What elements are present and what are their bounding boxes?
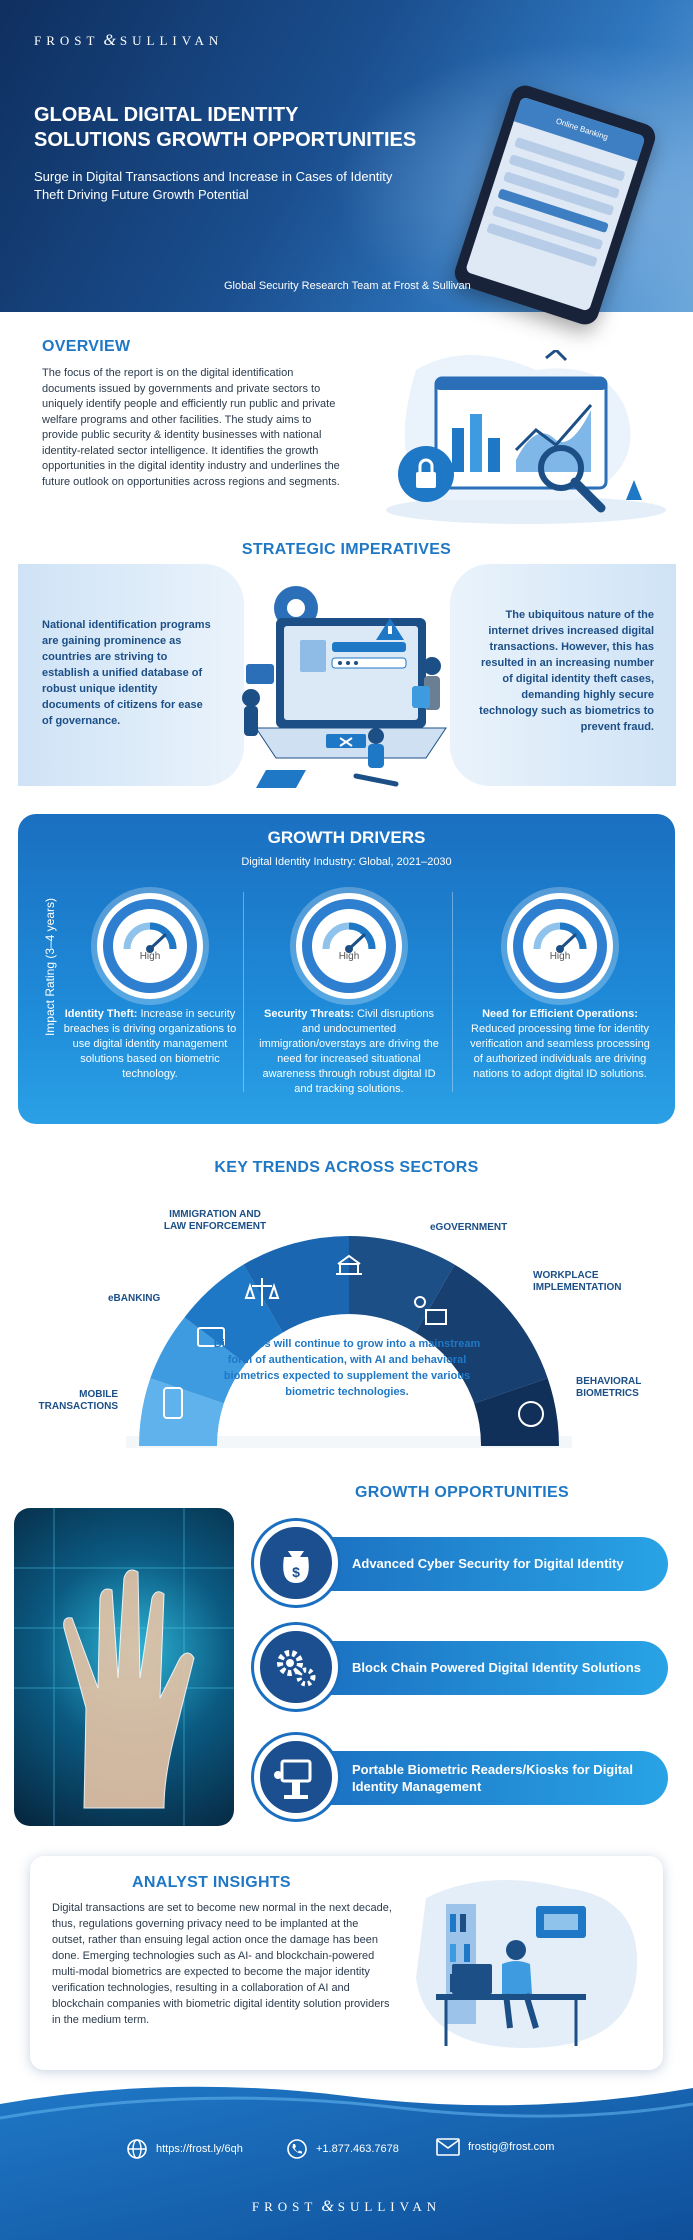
strategic-right-panel	[450, 564, 676, 786]
trend-label-ebanking: eBANKING	[108, 1293, 161, 1304]
kiosk-icon	[254, 1735, 338, 1819]
footer-phone-link[interactable]: +1.877.463.7678	[286, 2138, 399, 2160]
page-subtitle: Surge in Digital Transactions and Increa…	[34, 169, 393, 202]
growth-drivers-subtitle: Digital Identity Industry: Global, 2021–…	[241, 856, 452, 868]
impact-rating-value: High	[338, 951, 360, 962]
impact-rating-value: High	[549, 951, 571, 962]
opportunity-label: Block Chain Powered Digital Identity Sol…	[352, 1660, 641, 1675]
brand-logo-top: FROST&SULLIVAN	[34, 32, 224, 49]
money-bag-icon: $	[254, 1521, 338, 1605]
opportunity-label: Portable Biometric Readers/Kiosks for Di…	[352, 1762, 634, 1794]
analyst-workstation-illustration	[416, 1880, 638, 2048]
opportunity-pill	[300, 1751, 668, 1805]
impact-gauge-security-threats: High	[296, 893, 402, 999]
impact-gauge-identity-theft: High	[97, 893, 203, 999]
biometric-hand-image	[14, 1508, 234, 1826]
opportunity-pill	[300, 1537, 668, 1591]
analytics-illustration	[386, 350, 666, 524]
driver-security-threats: Security Threats: Civil disruptions and …	[259, 1008, 439, 1095]
trend-label-egovernment: eGOVERNMENT	[430, 1222, 508, 1233]
gears-icon	[254, 1625, 338, 1709]
driver-identity-theft: Identity Theft: Increase in security bre…	[63, 1008, 237, 1080]
key-trends-summary: Biometrics will continue to grow into a …	[213, 1338, 481, 1398]
footer-website-link[interactable]: https://frost.ly/6qh	[126, 2138, 243, 2160]
gauge-dial-icon	[533, 922, 587, 953]
identity-verification-illustration	[242, 586, 447, 788]
globe-icon	[127, 2139, 147, 2159]
opportunity-pill	[300, 1641, 668, 1695]
phone-icon	[287, 2139, 307, 2159]
overview-heading: OVERVIEW	[42, 338, 131, 355]
research-team-credit: Global Security Research Team at Frost &…	[224, 280, 471, 292]
strategic-right-text: The ubiquitous nature of the internet dr…	[479, 609, 654, 733]
gauge-dial-icon	[322, 922, 376, 953]
strategic-left-panel	[18, 564, 244, 786]
impact-rating-value: High	[139, 951, 161, 962]
key-trends-heading: KEY TRENDS ACROSS SECTORS	[214, 1159, 479, 1176]
svg-text:$: $	[292, 1564, 300, 1580]
opportunity-label: Advanced Cyber Security for Digital Iden…	[352, 1556, 624, 1571]
footer-wave-background	[0, 2086, 693, 2240]
analyst-insights-text: Digital transactions are set to become n…	[52, 1902, 392, 2026]
email-icon	[436, 2138, 460, 2156]
growth-opportunities-heading: GROWTH OPPORTUNITIES	[355, 1484, 569, 1501]
strategic-left-text: National identification programs are gai…	[42, 619, 211, 727]
growth-drivers-heading: GROWTH DRIVERS	[267, 828, 426, 847]
footer-email-link[interactable]: frostig@frost.com	[436, 2138, 554, 2156]
driver-efficient-operations: Need for Efficient Operations:Reduced pr…	[470, 1008, 650, 1080]
brand-logo-bottom: FROST&SULLIVAN	[251, 2198, 442, 2215]
impact-gauge-efficient-operations: High	[507, 893, 613, 999]
key-trends-arc	[126, 1236, 572, 1448]
strategic-imperatives-heading: STRATEGIC IMPERATIVES	[241, 541, 452, 558]
gauge-dial-icon	[123, 922, 177, 953]
page-title: GLOBAL DIGITAL IDENTITY SOLUTIONS GROWTH…	[34, 104, 417, 151]
analyst-insights-heading: ANALYST INSIGHTS	[132, 1874, 291, 1891]
overview-text: The focus of the report is on the digita…	[42, 367, 340, 488]
